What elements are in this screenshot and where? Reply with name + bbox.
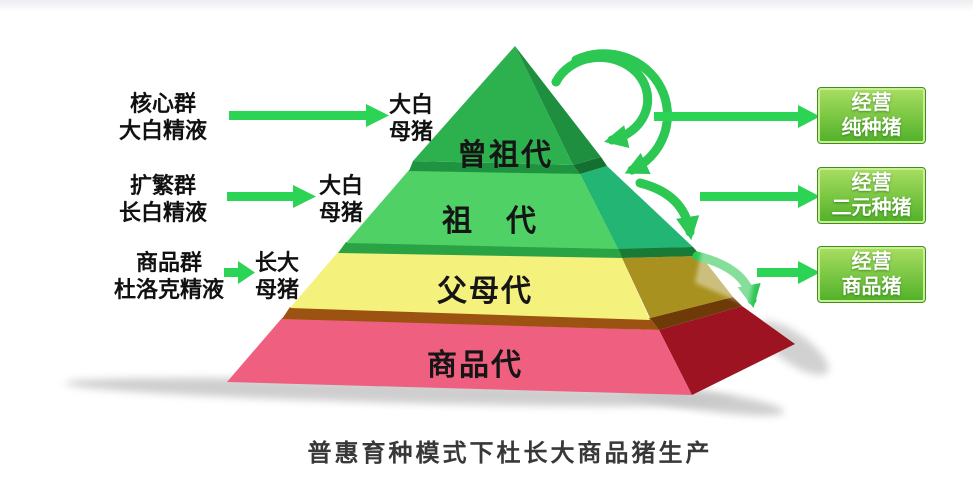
group-name: 商品群 <box>135 250 202 275</box>
arrow-commodity-group <box>224 261 255 284</box>
level4-top-lip-side <box>650 297 742 330</box>
cascade-arrow-loop-2 <box>571 49 672 175</box>
result-box-binary: 经营 二元种猪 <box>817 167 926 224</box>
box-line1: 经营 <box>851 171 892 194</box>
box-line2: 二元种猪 <box>831 196 912 219</box>
sow-breed: 大白 <box>318 173 363 198</box>
level2-top-lip <box>409 161 580 174</box>
box-line2: 商品猪 <box>841 275 902 298</box>
arrow-multiplier-group <box>227 185 316 208</box>
right-arrows <box>654 105 820 284</box>
diagram-caption: 普惠育种模式下杜长大商品猪生产 <box>307 441 713 467</box>
level3-top-lip <box>338 242 622 258</box>
level2-top-lip-side <box>573 157 607 174</box>
cascade-arrow-2 <box>635 178 700 241</box>
level3-front-face <box>290 252 650 320</box>
level1-label: 曾祖代 <box>457 139 553 172</box>
semen-name: 长白精液 <box>118 199 207 225</box>
top-frame-fade <box>0 0 973 12</box>
level1-side-face <box>515 46 601 165</box>
result-box-commodity: 经营 商品猪 <box>817 246 926 303</box>
arrow-core-group <box>229 104 389 127</box>
sow-breed: 长大 <box>254 250 299 275</box>
target-label-row2: 大白 母猪 <box>313 173 369 227</box>
glare-highlight <box>695 243 757 306</box>
source-label-commodity-group: 商品群 杜洛克精液 <box>85 250 253 304</box>
level2-front-face <box>346 170 618 249</box>
source-label-core-group: 核心群 大白精液 <box>88 91 238 145</box>
level2-side-face <box>580 166 693 249</box>
sow-word: 母猪 <box>254 276 299 302</box>
box-line1: 经营 <box>851 91 892 114</box>
source-label-multiplier-group: 扩繁群 长白精液 <box>88 173 238 227</box>
group-name: 核心群 <box>129 91 196 116</box>
target-label-row1: 大白 母猪 <box>383 92 439 146</box>
arrow-to-purebred-box <box>654 105 820 128</box>
result-box-purebred: 经营 纯种猪 <box>817 87 926 144</box>
level1-front-face <box>413 46 573 165</box>
level4-top-lip <box>282 307 659 330</box>
sow-word: 母猪 <box>388 118 433 144</box>
box-line1: 经营 <box>851 250 892 273</box>
box-line2: 纯种猪 <box>841 116 902 139</box>
level4-side-face <box>659 306 795 395</box>
level2-label: 祖 代 <box>442 205 538 238</box>
group-name: 扩繁群 <box>129 173 196 198</box>
level3-label: 父母代 <box>437 275 533 308</box>
level4-front-face <box>227 318 692 395</box>
arrow-to-commodity-box <box>757 261 820 284</box>
arrow-to-binary-box <box>700 185 820 208</box>
sow-breed: 大白 <box>388 92 433 117</box>
left-arrows <box>224 104 389 284</box>
level3-top-lip-side <box>618 247 701 258</box>
level4-label: 商品代 <box>427 349 523 382</box>
semen-name: 大白精液 <box>118 117 207 143</box>
target-label-row3: 长大 母猪 <box>249 250 305 304</box>
semen-name: 杜洛克精液 <box>113 276 224 302</box>
sow-word: 母猪 <box>318 199 363 225</box>
